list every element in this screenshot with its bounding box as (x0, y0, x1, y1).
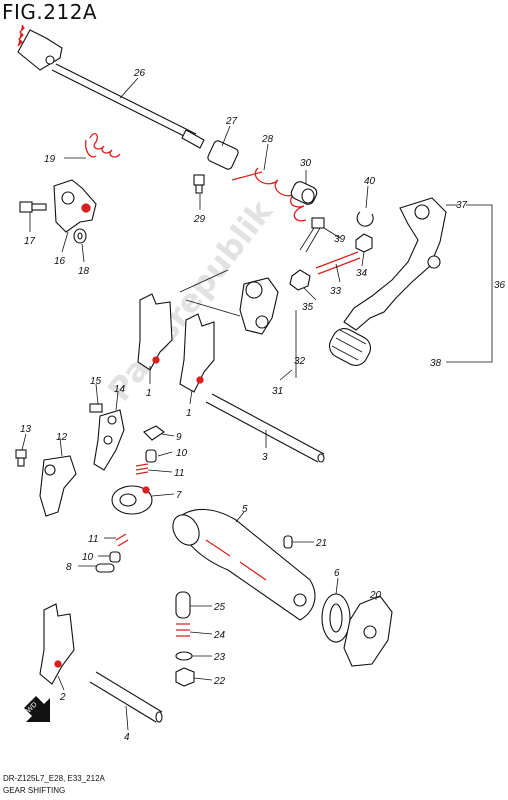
screw-13[interactable] (15, 449, 27, 467)
nut-35[interactable] (289, 269, 311, 291)
callout-30: 30 (300, 158, 312, 169)
callout-19: 19 (44, 154, 56, 165)
callout-2: 2 (59, 692, 66, 703)
gearshift-shaft[interactable] (17, 24, 205, 149)
figure-title: FIG.212A (2, 0, 98, 24)
callout-29: 29 (193, 214, 206, 225)
fork-shaft-3[interactable] (205, 393, 325, 463)
screw-15[interactable] (89, 403, 103, 413)
pedal-rubber[interactable] (325, 324, 374, 369)
fork-shaft-4[interactable] (89, 671, 163, 723)
fwd-arrow-icon: FWD (10, 696, 50, 722)
callout-26: 26 (133, 68, 146, 79)
callout-14: 14 (114, 384, 126, 395)
pin-9[interactable] (143, 425, 165, 441)
callout-18: 18 (78, 266, 90, 277)
callout-17: 17 (24, 236, 36, 247)
callout-6: 6 (334, 568, 340, 579)
pin-21[interactable] (283, 535, 293, 549)
callout-23: 23 (213, 652, 226, 663)
rod-33[interactable] (315, 251, 361, 275)
spring-19[interactable] (84, 133, 121, 158)
callout-16: 16 (54, 256, 66, 267)
callout-10a: 10 (176, 448, 188, 459)
callout-34: 34 (356, 268, 368, 279)
spring-11b[interactable] (115, 533, 129, 547)
cam-plate-14[interactable] (93, 409, 125, 471)
callout-9: 9 (176, 432, 182, 443)
shift-cam-7[interactable] (111, 485, 153, 515)
callout-13: 13 (20, 424, 32, 435)
callout-8: 8 (66, 562, 72, 573)
shift-lever-link[interactable] (239, 277, 279, 335)
cam-plate-12[interactable] (39, 455, 77, 517)
shift-fork-1a[interactable] (137, 293, 173, 371)
small-bolt-29[interactable] (193, 174, 205, 194)
pin-10b[interactable] (109, 551, 121, 563)
bolt-39[interactable] (299, 217, 325, 253)
callout-36: 36 (494, 280, 506, 291)
callout-33: 33 (330, 286, 342, 297)
shift-fork-1b[interactable] (179, 313, 215, 393)
callout-3: 3 (262, 452, 268, 463)
callout-10b: 10 (82, 552, 94, 563)
callout-38: 38 (430, 358, 442, 369)
pin-8[interactable] (95, 563, 115, 573)
bolt-22[interactable] (175, 667, 195, 687)
callout-40: 40 (364, 176, 376, 187)
footer-title: GEAR SHIFTING (3, 786, 66, 795)
ring-6[interactable] (321, 593, 351, 643)
callout-4: 4 (124, 732, 130, 743)
nut-34[interactable] (355, 233, 373, 253)
shaft-washer[interactable] (289, 180, 318, 206)
stopper-arm[interactable] (53, 179, 97, 233)
callout-25: 25 (213, 602, 226, 613)
gearshift-pedal[interactable] (343, 197, 447, 331)
callout-1a: 1 (146, 388, 152, 399)
shift-fork-2[interactable] (39, 603, 75, 685)
footer-code: DR-Z125L7_E28, E33_212A (3, 774, 105, 783)
callout-37: 37 (456, 200, 468, 211)
spring-24[interactable] (176, 623, 190, 637)
callout-20: 20 (369, 590, 382, 601)
gear-20[interactable] (343, 595, 393, 667)
washer-23[interactable] (175, 651, 193, 661)
callout-1b: 1 (186, 408, 192, 419)
callout-5: 5 (242, 504, 248, 515)
pin-10a[interactable] (145, 449, 157, 463)
washer-18[interactable] (73, 228, 87, 244)
clip-40[interactable] (356, 211, 374, 227)
callout-12: 12 (56, 432, 68, 443)
callout-22: 22 (213, 676, 226, 687)
bolt-17[interactable] (19, 201, 47, 213)
shift-drum-5[interactable] (168, 508, 316, 621)
spring-11a[interactable] (135, 463, 149, 475)
callout-11b: 11 (88, 534, 98, 545)
callout-21: 21 (315, 538, 327, 549)
callout-27: 27 (225, 116, 238, 127)
callout-32: 32 (294, 356, 306, 367)
stopper-25[interactable] (175, 591, 191, 619)
callout-24: 24 (213, 630, 226, 641)
callout-35: 35 (302, 302, 314, 313)
shaft-collar[interactable] (207, 140, 240, 171)
callout-28: 28 (261, 134, 274, 145)
callout-11a: 11 (174, 468, 184, 479)
callout-labels: 26 27 28 30 19 29 17 16 18 39 40 37 36 3… (20, 68, 506, 743)
leader-lines (21, 77, 458, 731)
callout-39: 39 (334, 234, 346, 245)
callout-7: 7 (176, 490, 182, 501)
callout-31: 31 (272, 386, 283, 397)
callout-15: 15 (90, 376, 102, 387)
